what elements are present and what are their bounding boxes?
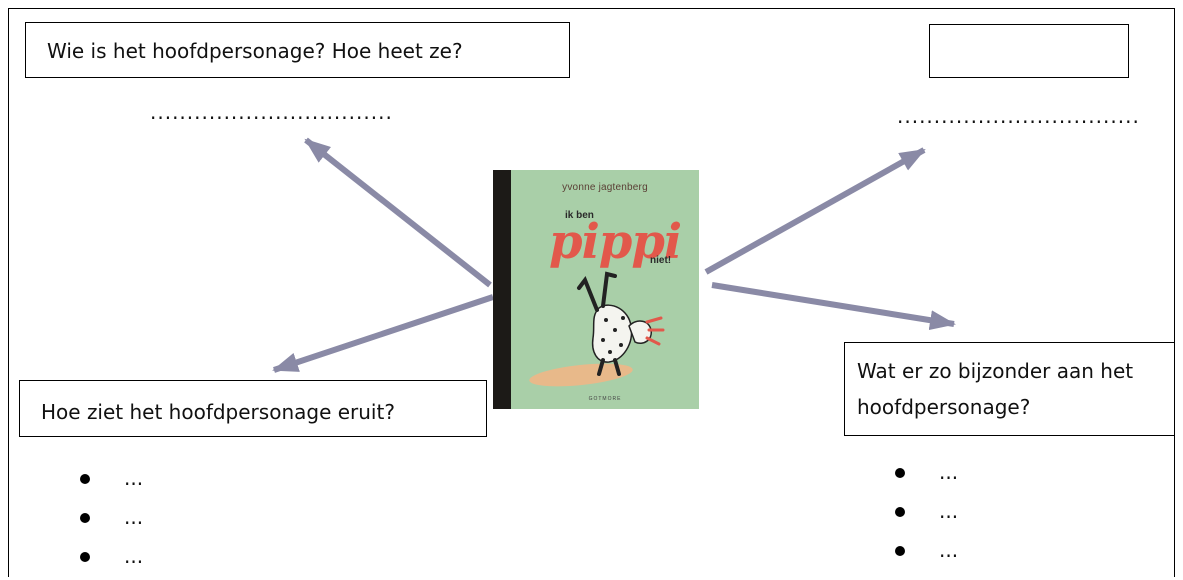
question-box-appearance: Hoe ziet het hoofdpersonage eruit? <box>19 380 487 437</box>
figure-body <box>591 304 633 363</box>
arrow-to-top-right <box>704 147 926 275</box>
book-author: yvonne jagtenberg <box>562 182 648 193</box>
bullet-list-special-trait: ... ... ... <box>895 457 958 574</box>
book-illustration <box>529 271 665 387</box>
arrow-to-bottom-right <box>711 282 956 331</box>
arrow-to-top-left <box>304 137 492 288</box>
book-cover: yvonne jagtenberg ik ben pippi niet! GOT… <box>493 170 699 409</box>
book-title-main: pippi <box>549 214 682 270</box>
figure-hair <box>645 316 665 346</box>
answer-dots-left: ................................. <box>150 100 393 124</box>
bullet-item: ... <box>895 496 958 535</box>
book-spine <box>493 170 511 409</box>
frame-left-border <box>8 8 9 577</box>
bullet-item: ... <box>895 457 958 496</box>
arrow-to-bottom-left <box>272 294 494 373</box>
book-title-pre: ik ben <box>565 210 594 221</box>
question-box-special-trait: Wat er zo bijzonder aan het hoofdpersona… <box>844 342 1175 436</box>
bullet-item: ... <box>80 463 143 502</box>
bullet-item: ... <box>80 502 143 541</box>
frame-right-border <box>1174 8 1175 577</box>
bullet-item: ... <box>895 535 958 574</box>
book-title-post: niet! <box>650 255 672 266</box>
question-main-character-name: Wie is het hoofdpersonage? Hoe heet ze? <box>47 39 463 63</box>
question-box-main-character-name: Wie is het hoofdpersonage? Hoe heet ze? <box>25 22 570 78</box>
figure-arms <box>597 358 621 376</box>
frame-top-border <box>8 8 1175 9</box>
bullet-list-appearance: ... ... ... <box>80 463 143 580</box>
question-special-trait: Wat er zo bijzonder aan het hoofdpersona… <box>857 359 1134 419</box>
question-box-empty <box>929 24 1129 78</box>
figure-legs <box>577 271 617 312</box>
question-appearance: Hoe ziet het hoofdpersonage eruit? <box>41 400 395 424</box>
book-publisher: GOTMORE <box>588 396 622 402</box>
bullet-item: ... <box>80 541 143 580</box>
answer-dots-right: ................................. <box>897 104 1140 128</box>
sand-patch <box>529 363 633 387</box>
